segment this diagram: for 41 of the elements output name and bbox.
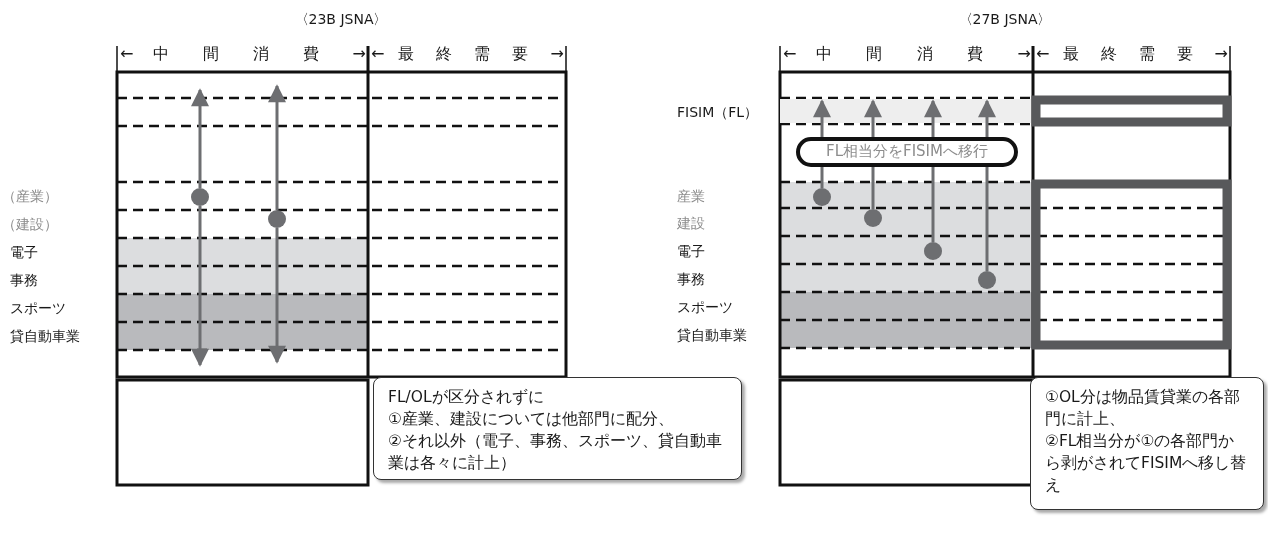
connector-line [985,167,989,271]
row-label: 事務 [10,271,38,289]
row-label: 電子 [10,243,38,261]
row-label: （産業） [2,187,58,205]
note-text: ①OL分は物品賃貸業の各部門に計上、 [1045,387,1241,430]
row-label: 建設 [677,214,705,232]
column-header: ← 中 間 消 費 → [783,46,1031,62]
dot [191,188,209,206]
callout-box [373,377,742,480]
row-label: FISIM（FL） [677,103,759,121]
row-label: 貸自動車業 [10,327,80,345]
note-text: ②FL相当分が①の各部門から剥がされてFISIMへ移し替え [1045,431,1248,496]
row-label: 電子 [677,242,705,260]
arrow [191,206,209,367]
arrow [864,99,882,137]
label-pill: FL相当分をFISIMへ移行 [796,137,1018,167]
row-label: 貸自動車業 [677,326,747,344]
row-label: 事務 [677,270,705,288]
connector-line [931,167,935,242]
note-text: ②それ以外（電子、事務、スポーツ、貸自動車業は各々に計上） [388,431,723,474]
panel-title: 〈23B JSNA〉 [294,10,388,28]
arrow [191,88,209,188]
connector-line [820,167,824,188]
connector-line [871,167,875,209]
column-header: ← 最 終 需 要 → [371,46,564,62]
column-header: ← 中 間 消 費 → [120,46,366,62]
row-label: （建設） [2,215,58,233]
note-text: FL/OLが区分されずに [388,387,545,408]
row-label: スポーツ [677,298,733,316]
arrow [813,99,831,137]
row-label: 産業 [677,187,705,205]
arrow [978,99,996,137]
column-header: ← 最 終 需 要 → [1036,46,1228,62]
panel-title: 〈27B JSNA〉 [958,10,1052,28]
dot [268,210,286,228]
note-text: ①産業、建設については他部門に配分、 [388,409,675,430]
callout-box [1030,377,1264,510]
arrow [268,84,286,210]
arrow [924,99,942,137]
row-label: スポーツ [10,299,66,317]
arrow [268,228,286,364]
